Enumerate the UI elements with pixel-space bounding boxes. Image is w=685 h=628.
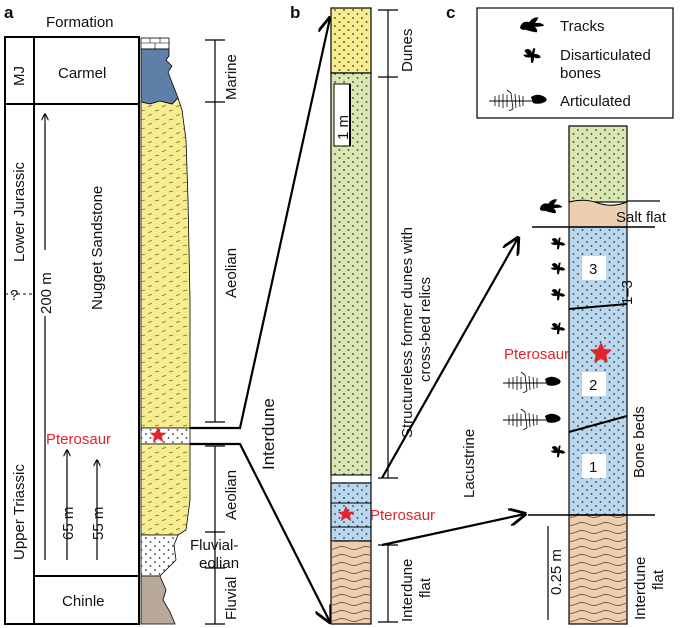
facies-structureless-2: cross-bed relics xyxy=(417,277,434,382)
facies-interdune-flat-b-2: flat xyxy=(417,577,434,598)
lithology-column-a xyxy=(140,37,191,625)
facies-interdune-flat-c-2: flat xyxy=(650,569,667,590)
formation-nugget: Nugget Sandstone xyxy=(89,186,106,310)
legend-disarticulated-2: bones xyxy=(560,65,601,82)
facies-aeolian-lower: Aeolian xyxy=(223,470,240,520)
scale-200m-bg xyxy=(38,250,52,316)
legend-articulated: Articulated xyxy=(560,93,631,110)
zoom-arrow-c-top xyxy=(381,238,518,479)
panel-label-b: b xyxy=(290,3,300,22)
facies-structureless-1: Structureless former dunes with xyxy=(399,227,416,438)
zoom-arrow-bottom xyxy=(190,442,330,622)
facies-brackets xyxy=(205,39,225,625)
pterosaur-star-b xyxy=(337,506,355,522)
column-frame xyxy=(4,36,140,625)
scale-1m: 1 m xyxy=(335,115,352,140)
legend-tracks: Tracks xyxy=(560,18,604,35)
facies-fluvial-eolian-2: eolian xyxy=(199,555,239,572)
scale-65m: 65 m xyxy=(60,507,77,540)
interdune-label: Interdune xyxy=(259,398,278,470)
pterosaur-star-c xyxy=(590,342,612,363)
bed-number-boxes xyxy=(582,256,606,478)
beds-range: 1–3 xyxy=(619,280,636,305)
pterosaur-label-a: Pterosaur xyxy=(46,431,111,448)
panel-label-a: a xyxy=(4,3,14,22)
facies-fluvial: Fluvial xyxy=(223,577,240,620)
facies-brackets-b xyxy=(378,9,398,623)
facies-marine: Marine xyxy=(223,54,240,100)
bed-number-3: 3 xyxy=(589,261,597,278)
scale-200m: 200 m xyxy=(38,272,55,314)
bed-number-2: 2 xyxy=(589,377,597,394)
pterosaur-star-a xyxy=(149,427,167,443)
facies-dunes: Dunes xyxy=(399,29,416,72)
lacustrine-label: Lacustrine xyxy=(461,429,478,498)
facies-interdune-flat-b-1: Interdune xyxy=(399,559,416,622)
pterosaur-label-c: Pterosaur xyxy=(504,346,569,363)
formation-header: Formation xyxy=(46,14,114,31)
formation-chinle: Chinle xyxy=(62,593,105,610)
age-lower-jurassic: Lower Jurassic xyxy=(11,161,28,262)
zoom-arrow-c-bottom xyxy=(381,514,525,547)
legend: Tracks Disarticulated bones Articulated xyxy=(476,7,674,119)
facies-interdune-flat-c-1: Interdune xyxy=(632,557,649,620)
bone-beds-label: Bone beds xyxy=(631,406,648,478)
track-fossil-icon xyxy=(539,199,563,214)
age-upper-triassic: Upper Triassic xyxy=(11,464,28,560)
pterosaur-label-b: Pterosaur xyxy=(370,507,435,524)
panel-label-c: c xyxy=(446,3,455,22)
facies-aeolian-upper: Aeolian xyxy=(223,248,240,298)
scale-55m: 55 m xyxy=(90,507,107,540)
scale-bar-b xyxy=(333,83,351,147)
articulated-skeleton-icons xyxy=(502,371,562,430)
zoom-arrow-top xyxy=(190,18,330,430)
facies-fluvial-eolian-1: Fluvial- xyxy=(190,537,238,554)
legend-disarticulated-1: Disarticulated xyxy=(560,47,651,64)
age-uncertain-mark: ? xyxy=(10,287,18,304)
scale-025m: 0.25 m xyxy=(548,549,565,595)
age-mj: MJ xyxy=(11,66,28,86)
salt-flat-label: Salt flat xyxy=(616,209,667,226)
bed-number-1: 1 xyxy=(589,459,597,476)
formation-carmel: Carmel xyxy=(58,65,106,82)
